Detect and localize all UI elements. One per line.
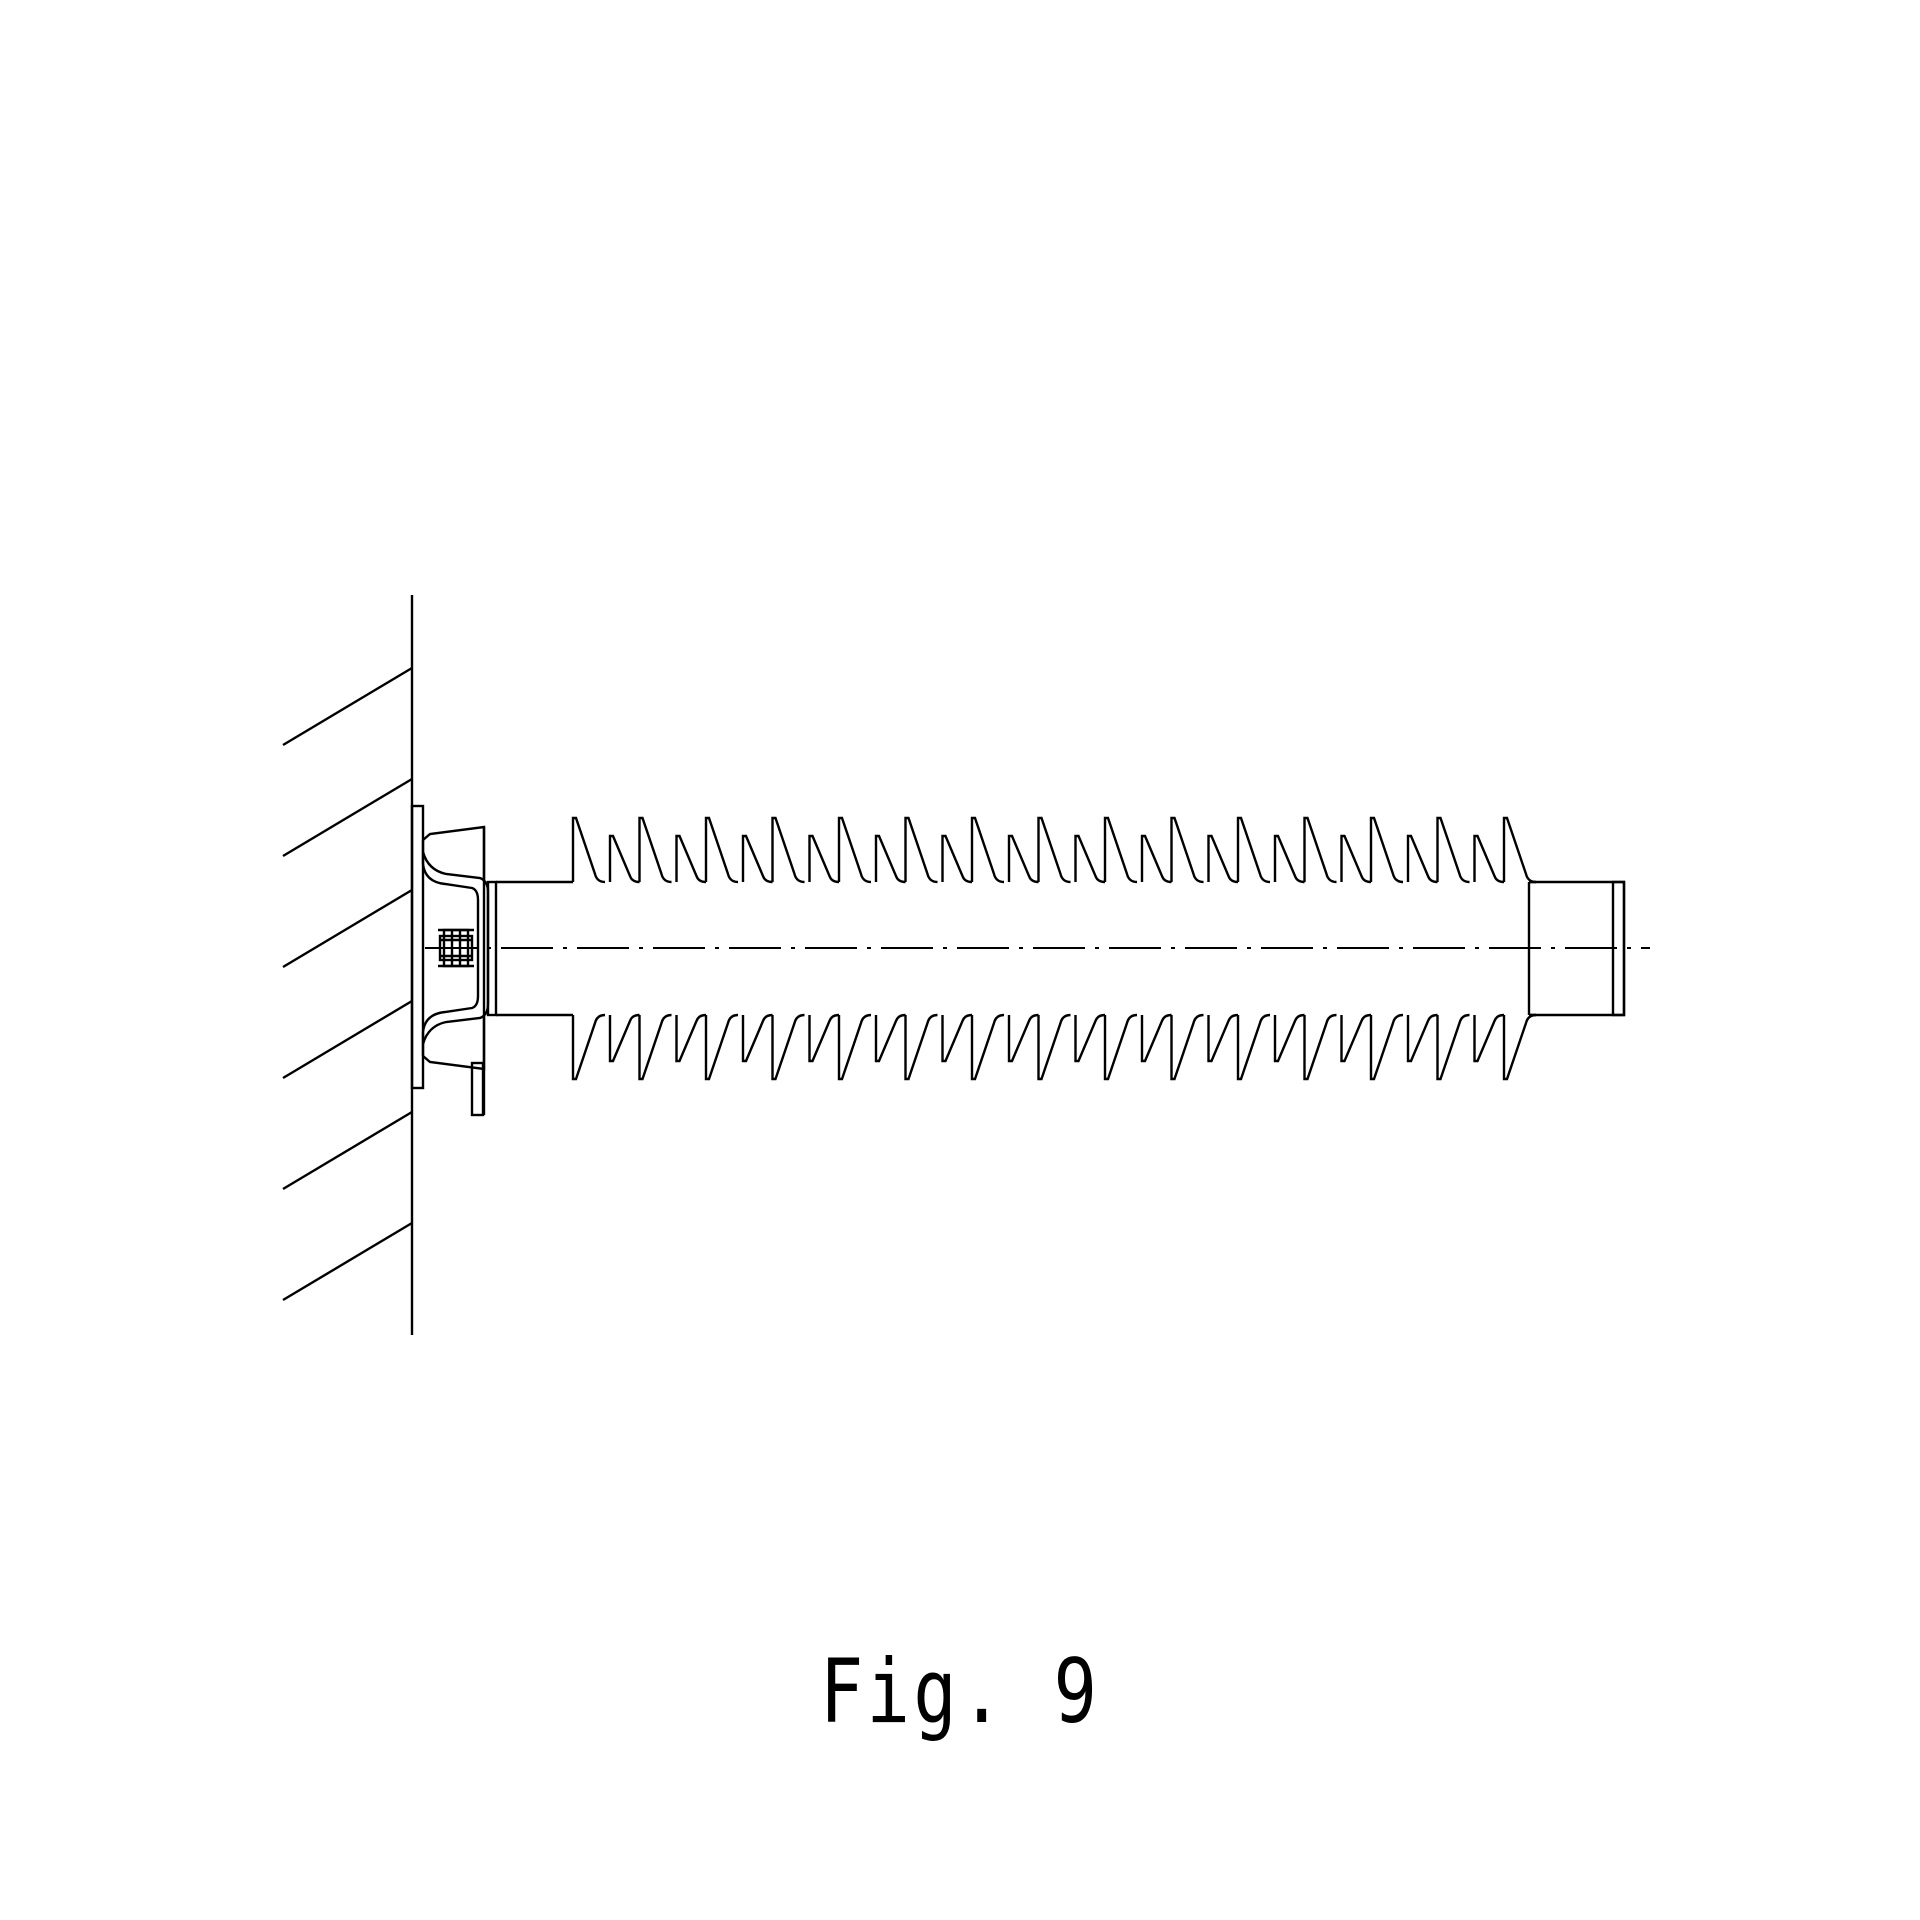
small-shed-bottom	[1207, 1013, 1239, 1063]
small-shed-top	[808, 834, 840, 884]
large-shed-top	[1369, 816, 1404, 884]
small-shed-bottom	[1273, 1013, 1305, 1063]
small-shed-bottom	[1074, 1013, 1106, 1063]
small-shed-bottom	[1007, 1013, 1039, 1063]
small-shed-bottom	[874, 1013, 906, 1063]
small-shed-top	[741, 834, 773, 884]
large-shed-bottom	[1103, 1013, 1138, 1081]
large-shed-top	[904, 816, 938, 884]
small-shed-bottom	[741, 1013, 773, 1063]
large-shed-top	[1502, 816, 1537, 884]
large-shed-bottom	[1170, 1013, 1204, 1081]
large-shed-top	[1236, 816, 1271, 884]
small-shed-top	[1074, 834, 1106, 884]
large-shed-bottom	[1236, 1013, 1271, 1081]
upper-flange	[422, 825, 486, 880]
small-shed-top	[1340, 834, 1372, 884]
large-shed-bottom	[837, 1013, 872, 1081]
lower-flange	[422, 1016, 486, 1071]
large-shed-bottom	[1369, 1013, 1404, 1081]
large-shed-bottom	[1502, 1013, 1537, 1081]
lower-tab	[470, 1061, 485, 1117]
core-rod-base	[496, 880, 573, 1017]
mounting-bracket	[410, 804, 490, 1117]
large-shed-bottom	[1037, 1013, 1071, 1081]
small-shed-bottom	[1340, 1013, 1372, 1063]
large-shed-bottom	[571, 1013, 606, 1081]
small-shed-bottom	[608, 1013, 640, 1063]
small-shed-top	[1273, 834, 1305, 884]
large-shed-bottom	[771, 1013, 805, 1081]
large-shed-top	[1103, 816, 1138, 884]
wall	[282, 595, 414, 1335]
wall-hatching	[282, 666, 413, 1302]
large-shed-bottom	[904, 1013, 938, 1081]
small-shed-top	[675, 834, 707, 884]
large-shed-top	[1303, 816, 1337, 884]
large-shed-bottom	[1303, 1013, 1337, 1081]
small-shed-top	[608, 834, 640, 884]
small-shed-bottom	[1140, 1013, 1172, 1063]
base-plate	[410, 804, 425, 1090]
small-shed-top	[1207, 834, 1239, 884]
small-shed-top	[941, 834, 973, 884]
large-shed-top	[704, 816, 739, 884]
small-shed-top	[1007, 834, 1039, 884]
large-shed-top	[771, 816, 805, 884]
small-shed-bottom	[941, 1013, 973, 1063]
figure-caption: Fig. 9	[819, 1640, 1101, 1743]
large-shed-bottom	[970, 1013, 1005, 1081]
large-shed-top	[1170, 816, 1204, 884]
large-shed-top	[970, 816, 1005, 884]
small-shed-bottom	[1473, 1013, 1505, 1063]
large-shed-top	[571, 816, 606, 884]
large-shed-bottom	[704, 1013, 739, 1081]
small-shed-bottom	[675, 1013, 707, 1063]
large-shed-top	[638, 816, 672, 884]
large-shed-bottom	[1436, 1013, 1470, 1081]
small-shed-top	[1140, 834, 1172, 884]
large-shed-top	[837, 816, 872, 884]
large-shed-bottom	[638, 1013, 672, 1081]
small-shed-top	[1473, 834, 1505, 884]
small-shed-top	[1406, 834, 1438, 884]
small-shed-bottom	[808, 1013, 840, 1063]
large-shed-top	[1037, 816, 1071, 884]
small-shed-top	[874, 834, 906, 884]
large-shed-top	[1436, 816, 1470, 884]
bracket-profile-outer	[421, 840, 480, 1056]
small-shed-bottom	[1406, 1013, 1438, 1063]
